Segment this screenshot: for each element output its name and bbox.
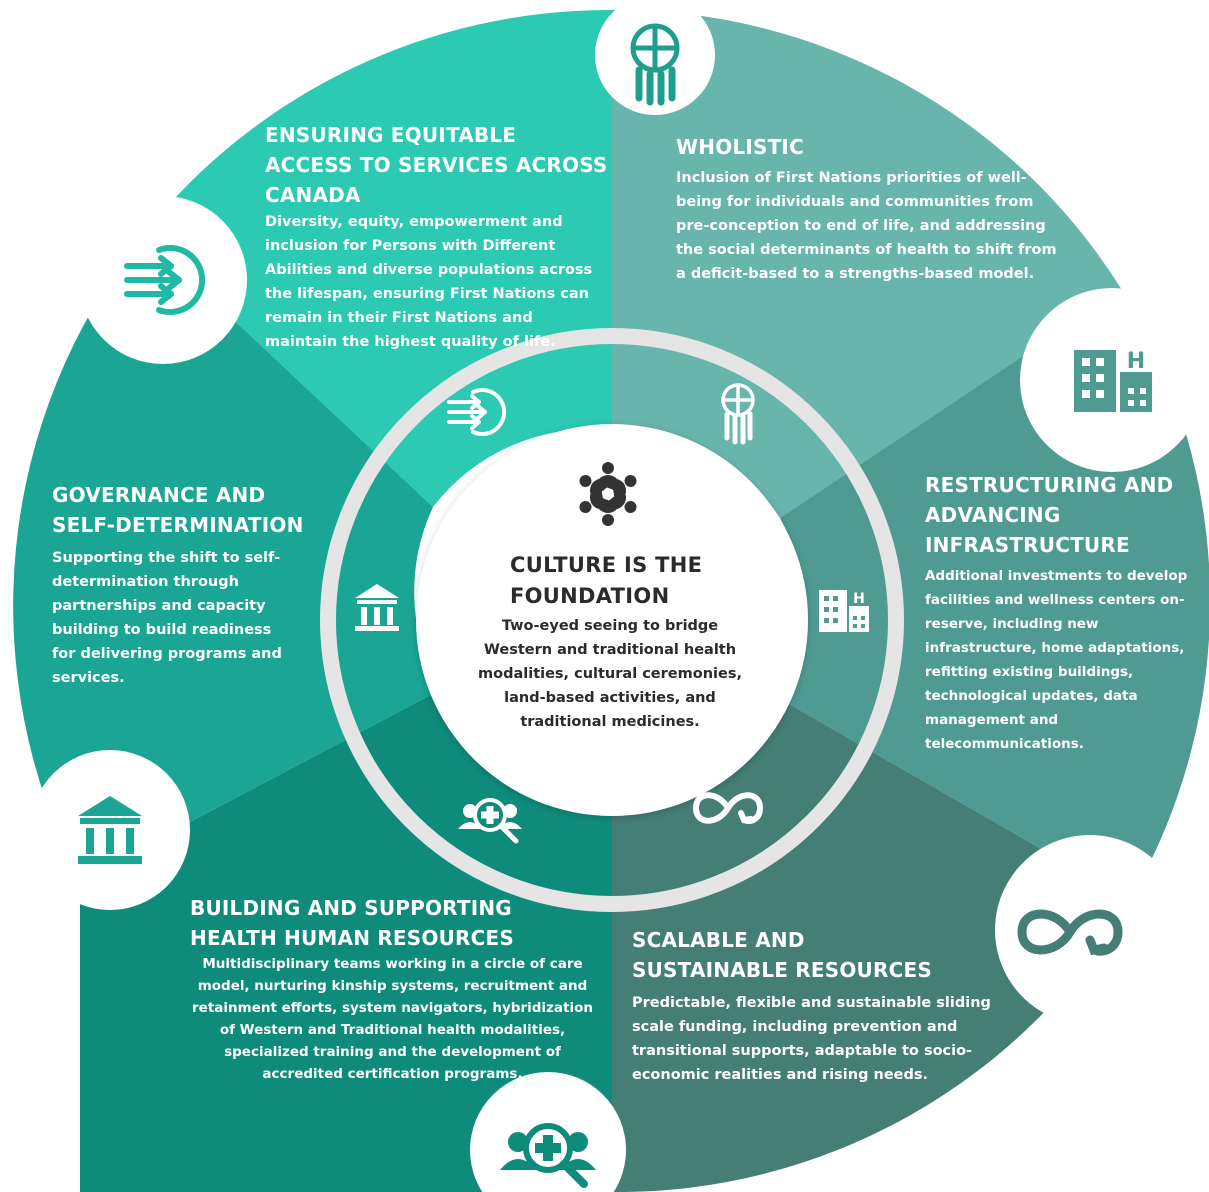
hospital-building-icon: H bbox=[1074, 349, 1152, 412]
inner-ring bbox=[320, 328, 904, 912]
medical-search-icon bbox=[500, 1123, 596, 1188]
ring-hospital-building-icon: H bbox=[819, 590, 869, 632]
ring-government-building-icon bbox=[355, 584, 399, 631]
infinity-loop-icon bbox=[1017, 909, 1123, 956]
segment-text-governance: GOVERNANCE AND SELF-DETERMINATION Suppor… bbox=[52, 480, 307, 690]
segment-text-equitable-access: ENSURING EQUITABLE ACCESS TO SERVICES AC… bbox=[265, 120, 610, 354]
health-human-resources-description: Multidisciplinary teams working in a cir… bbox=[192, 956, 593, 1082]
scalable-description: Predictable, flexible and sustainable sl… bbox=[632, 995, 991, 1083]
center-title: CULTURE IS THE FOUNDATION bbox=[510, 553, 703, 608]
segment-text-wholistic: WHOLISTIC Inclusion of First Nations pri… bbox=[676, 132, 1061, 286]
wholistic-title: WHOLISTIC bbox=[676, 135, 804, 159]
center-content: CULTURE IS THE FOUNDATION Two-eyed seein… bbox=[470, 550, 750, 734]
health-human-resources-title: BUILDING AND SUPPORTING HEALTH HUMAN RES… bbox=[190, 896, 514, 950]
ring-medicine-wheel-icon bbox=[721, 383, 755, 445]
equitable-access-title: ENSURING EQUITABLE ACCESS TO SERVICES AC… bbox=[265, 123, 608, 207]
ring-infinity-loop-icon bbox=[692, 792, 764, 824]
center-description: Two-eyed seeing to bridge Western and tr… bbox=[478, 618, 742, 730]
government-building-icon bbox=[78, 796, 142, 864]
segment-equitable-access bbox=[143, 9, 612, 507]
medicine-wheel-icon bbox=[630, 23, 680, 106]
svg-text:H: H bbox=[853, 591, 865, 607]
segment-governance bbox=[13, 235, 440, 880]
scalable-title: SCALABLE AND SUSTAINABLE RESOURCES bbox=[632, 928, 932, 982]
ring-medical-search-icon bbox=[458, 798, 522, 844]
segment-scalable bbox=[612, 700, 1130, 1192]
equitable-access-description: Diversity, equity, empowerment and inclu… bbox=[265, 214, 593, 350]
segment-text-scalable: SCALABLE AND SUSTAINABLE RESOURCES Predi… bbox=[632, 925, 1007, 1087]
segment-text-infrastructure: RESTRUCTURING AND ADVANCING INFRASTRUCTU… bbox=[925, 470, 1205, 756]
segment-text-health-human-resources: BUILDING AND SUPPORTING HEALTH HUMAN RES… bbox=[190, 893, 595, 1085]
governance-title: GOVERNANCE AND SELF-DETERMINATION bbox=[52, 483, 304, 537]
ring-arrows-merge-icon bbox=[447, 388, 507, 436]
people-circle-icon bbox=[572, 462, 644, 526]
governance-description: Supporting the shift to self-determinati… bbox=[52, 550, 282, 686]
svg-text:H: H bbox=[1127, 349, 1145, 374]
arrows-merge-icon bbox=[124, 245, 206, 315]
wholistic-description: Inclusion of First Nations priorities of… bbox=[676, 170, 1057, 282]
notch-scalable bbox=[995, 835, 1185, 1025]
infrastructure-title: RESTRUCTURING AND ADVANCING INFRASTRUCTU… bbox=[925, 473, 1174, 557]
infrastructure-description: Additional investments to develop facili… bbox=[925, 568, 1188, 752]
center-disk bbox=[416, 424, 808, 816]
